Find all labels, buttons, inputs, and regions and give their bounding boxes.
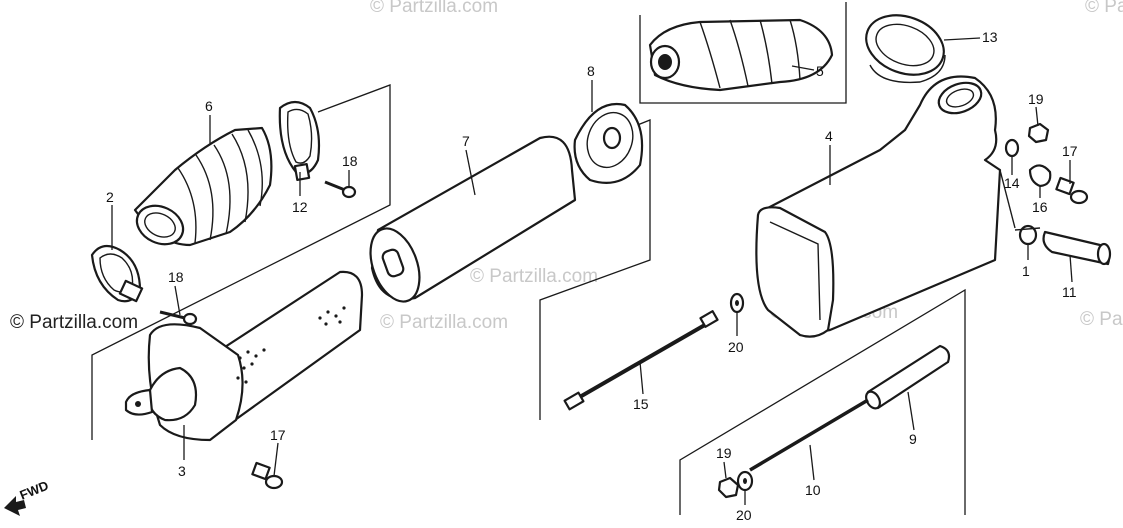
callout-4: 4	[825, 128, 833, 144]
callout-6: 6	[205, 98, 213, 114]
group-frame-top	[639, 2, 847, 104]
callout-18-lower: 18	[168, 269, 184, 285]
part-19-nut-lower	[717, 476, 740, 499]
group-frame-bottom	[679, 288, 966, 515]
callout-7: 7	[462, 133, 470, 149]
callout-17-lower: 17	[270, 427, 286, 443]
part-18-screw-lower	[159, 310, 198, 326]
callout-1: 1	[1022, 263, 1030, 279]
watermark-faint: © Partzilla.com	[470, 266, 598, 287]
fwd-label: FWD	[18, 478, 51, 503]
part-12-clamp	[278, 100, 321, 182]
part-18-screw-upper	[324, 180, 357, 199]
callout-12: 12	[292, 199, 308, 215]
part-14-washer	[1004, 138, 1020, 158]
part-11-drain-tube	[1042, 230, 1112, 266]
callout-11: 11	[1062, 284, 1077, 300]
watermark-main: © Partzilla.com	[10, 312, 138, 333]
callout-16: 16	[1032, 199, 1048, 215]
part-19-nut-upper	[1027, 122, 1050, 144]
part-15-long-bolt	[563, 310, 719, 411]
callout-2: 2	[106, 189, 114, 205]
callout-14: 14	[1004, 175, 1020, 191]
part-8-cover	[573, 102, 644, 184]
leader-lines	[111, 37, 1073, 505]
part-16-grommet	[1028, 164, 1052, 188]
callout-labels: 1 2 3 4 5 6 7 8 9 10 11 12 13 14 15 16 1…	[106, 29, 1078, 523]
part-13-seal	[865, 14, 946, 84]
callout-17-upper: 17	[1062, 143, 1078, 159]
callout-19-lower: 19	[716, 445, 732, 461]
part-20-washer-mid	[729, 292, 745, 314]
part-1-band	[1014, 224, 1041, 246]
callout-10: 10	[805, 482, 821, 498]
fwd-arrow-icon	[4, 496, 26, 516]
part-17-bolt-upper	[1055, 176, 1089, 205]
part-7-filter-element	[369, 135, 577, 303]
callout-20-mid: 20	[728, 339, 744, 355]
callout-13: 13	[982, 29, 998, 45]
watermark-faint: © Partzilla.com	[1085, 0, 1123, 17]
part-5-intake-duct	[648, 18, 834, 92]
part-9-tube	[865, 344, 951, 410]
callout-19-upper: 19	[1028, 91, 1044, 107]
fwd-indicator: FWD	[4, 478, 51, 516]
part-10-stud-bolt	[749, 398, 869, 472]
group-frame-left	[91, 84, 391, 440]
perforations	[236, 306, 346, 384]
part-3-air-cleaner-tube	[124, 270, 364, 442]
callout-9: 9	[909, 431, 917, 447]
group-frame-mid	[539, 119, 651, 420]
callout-3: 3	[178, 463, 186, 479]
part-2-clamp	[90, 244, 144, 303]
callout-20-lower: 20	[736, 507, 752, 523]
watermark-faint: © Partzilla.com	[380, 312, 508, 333]
part-6-air-boot	[133, 126, 273, 247]
part-4-air-cleaner-case	[755, 75, 1016, 338]
callout-8: 8	[587, 63, 595, 79]
callout-18-upper: 18	[342, 153, 358, 169]
watermark-faint: © Partzilla.com	[1080, 309, 1123, 330]
part-17-bolt-lower	[251, 461, 284, 490]
callout-5: 5	[816, 63, 824, 79]
callout-15: 15	[633, 396, 649, 412]
watermark-faint: © Partzilla.com	[370, 0, 498, 17]
part-20-washer-lower	[736, 470, 754, 492]
